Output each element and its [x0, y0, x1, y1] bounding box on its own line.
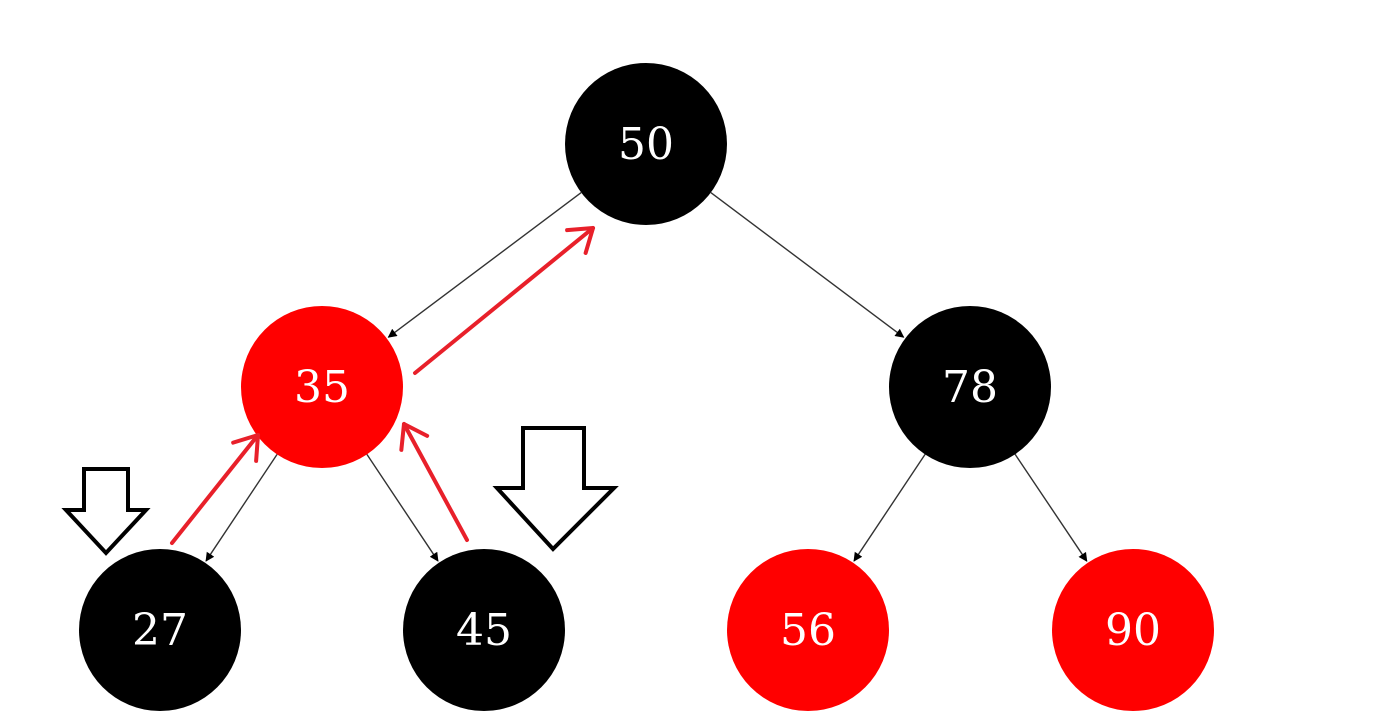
node-circle	[1052, 549, 1214, 711]
tree-node-56: 56	[727, 549, 889, 711]
node-circle	[241, 306, 403, 468]
traversal-arrows	[170, 226, 595, 545]
edge-n35-n27	[205, 454, 278, 562]
tree-node-90: 90	[1052, 549, 1214, 711]
edge-n78-n90	[1014, 453, 1088, 562]
node-label: 78	[942, 362, 998, 413]
tree-node-45: 45	[403, 549, 565, 711]
arrow-shaft	[170, 433, 260, 545]
hollow-down-arrow-n45	[492, 426, 619, 552]
edge-n35-n45	[366, 454, 439, 562]
tree-edges	[205, 192, 1088, 562]
node-label: 35	[294, 362, 350, 413]
node-label: 27	[132, 605, 188, 656]
edge-n50-n35	[387, 192, 582, 338]
node-label: 90	[1105, 605, 1161, 656]
marker-arrows	[61, 426, 619, 556]
arrow-shaft	[402, 422, 469, 542]
tree-node-50: 50	[565, 63, 727, 225]
arrow-head	[565, 226, 595, 255]
tree-nodes: 50 35 78 27 45 56 90	[79, 63, 1214, 711]
arrow-head	[399, 422, 430, 452]
tree-node-35: 35	[241, 306, 403, 468]
arrow-shaft	[413, 226, 595, 375]
node-label: 45	[456, 605, 512, 656]
traversal-arrow-n35-n50	[413, 226, 595, 375]
edge-n50-n78	[710, 192, 905, 338]
node-circle	[79, 549, 241, 711]
node-label: 50	[618, 119, 674, 170]
tree-node-27: 27	[79, 549, 241, 711]
edge-n78-n56	[853, 454, 926, 562]
traversal-arrow-n45-n35	[399, 422, 469, 542]
node-label: 56	[780, 605, 836, 656]
arrow-head	[231, 433, 260, 463]
hollow-down-arrow-n27	[61, 467, 151, 556]
node-circle	[727, 549, 889, 711]
tree-node-78: 78	[889, 306, 1051, 468]
node-circle	[565, 63, 727, 225]
node-circle	[889, 306, 1051, 468]
node-circle	[403, 549, 565, 711]
traversal-arrow-n27-n35	[170, 433, 260, 545]
